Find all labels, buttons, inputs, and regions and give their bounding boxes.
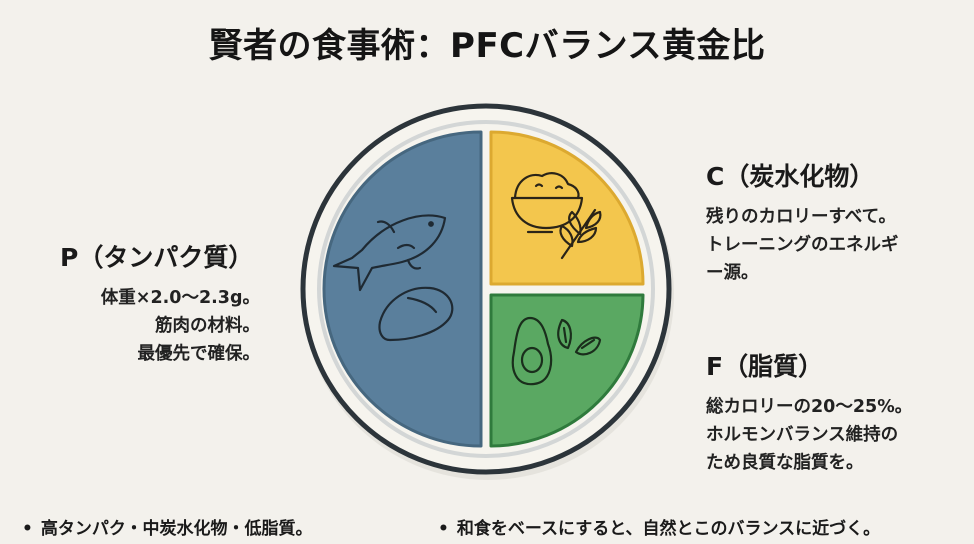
fat-heading: F（脂質） [706, 352, 824, 381]
fat-line-3: ため良質な脂質を。 [706, 453, 864, 473]
bullet-icon: • [438, 519, 449, 539]
pfc-plate-diagram [300, 103, 674, 480]
page-title: 賢者の食事術：PFCバランス黄金比 [208, 26, 766, 66]
carbs-line-2: トレーニングのエネルギ [706, 235, 899, 255]
avocado-icon [511, 316, 553, 386]
carbs-line-3: ー源。 [706, 263, 759, 283]
carbs-section [489, 130, 645, 286]
carbs-heading: C（炭水化物） [706, 162, 875, 191]
almond-icon [557, 318, 602, 356]
carbs-line-1: 残りのカロリーすべて。 [706, 207, 897, 227]
fat-label-block: F（脂質） 総カロリーの20〜25%。 ホルモンバランス維持の ため良質な脂質を… [706, 347, 966, 477]
wheat-icon [559, 208, 602, 260]
bullet-icon: • [22, 519, 33, 539]
footer-note-right: • 和食をベースにすると、自然とこのバランスに近づく。 [438, 514, 880, 539]
footer-right-text: 和食をベースにすると、自然とこのバランスに近づく。 [456, 519, 881, 539]
footer-note-left: • 高タンパク・中炭水化物・低脂質。 [22, 514, 313, 539]
protein-section [322, 130, 483, 448]
protein-line-3: 最優先で確保。 [137, 344, 261, 364]
fish-icon [332, 214, 447, 292]
chicken-breast-icon [378, 286, 454, 342]
protein-line-2: 筋肉の材料。 [155, 316, 260, 336]
protein-line-1: 体重×2.0〜2.3g。 [100, 288, 260, 308]
rice-bowl-icon [510, 172, 584, 234]
fat-line-2: ホルモンバランス維持の [706, 425, 899, 445]
fat-section [489, 293, 645, 448]
carbs-label-block: C（炭水化物） 残りのカロリーすべて。 トレーニングのエネルギ ー源。 [706, 157, 966, 287]
fat-line-1: 総カロリーの20〜25%。 [706, 397, 913, 417]
protein-label-block: P（タンパク質） 体重×2.0〜2.3g。 筋肉の材料。 最優先で確保。 [60, 238, 260, 368]
protein-heading: P（タンパク質） [60, 243, 254, 272]
footer-left-text: 高タンパク・中炭水化物・低脂質。 [40, 519, 313, 539]
